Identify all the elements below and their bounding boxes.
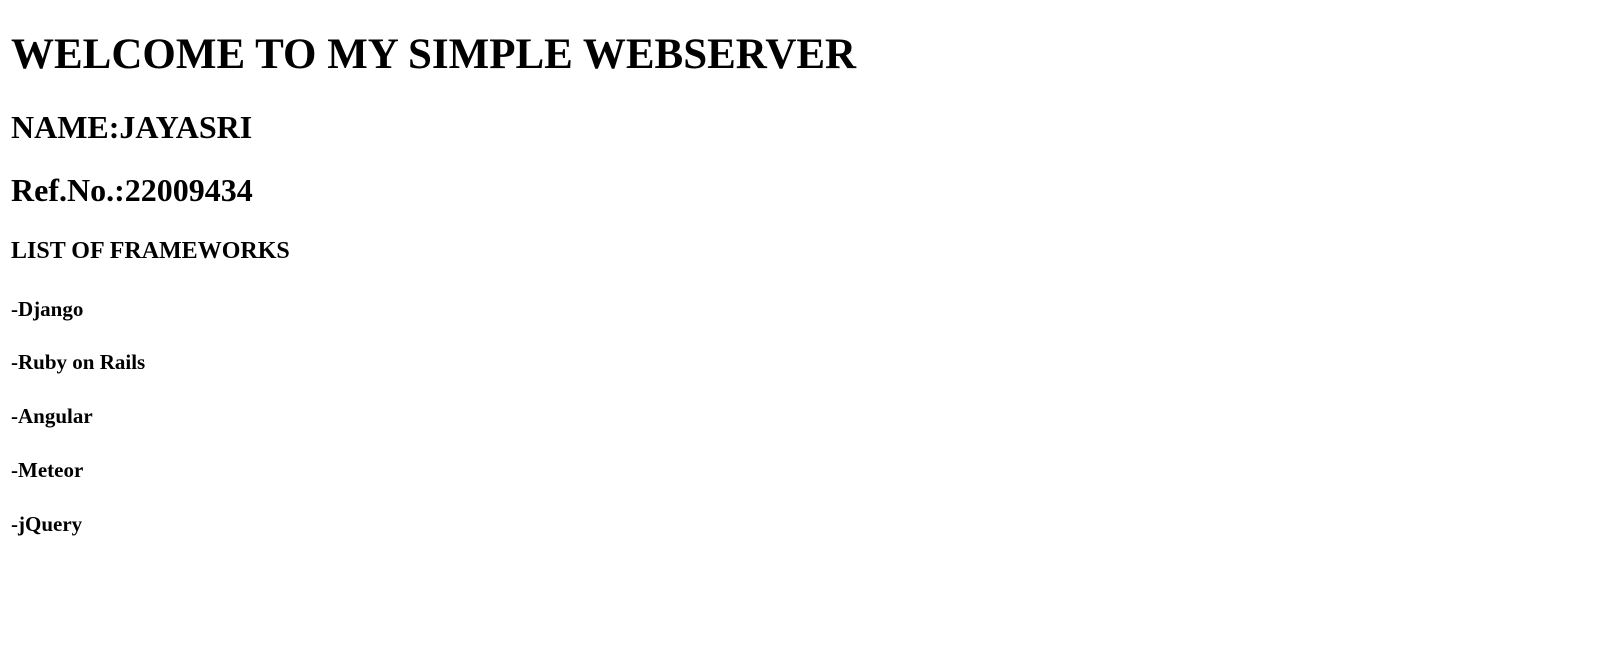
reference-number: Ref.No.:22009434 bbox=[11, 172, 253, 208]
framework-item: -Angular bbox=[11, 404, 93, 428]
frameworks-heading: LIST OF FRAMEWORKS bbox=[11, 238, 290, 264]
student-name: NAME:JAYASRI bbox=[11, 109, 253, 145]
framework-item: -Ruby on Rails bbox=[11, 350, 146, 374]
framework-item: -Django bbox=[11, 297, 84, 321]
framework-item: -jQuery bbox=[11, 512, 83, 536]
page-title: WELCOME TO MY SIMPLE WEBSERVER bbox=[11, 31, 857, 78]
framework-item: -Meteor bbox=[11, 458, 84, 482]
